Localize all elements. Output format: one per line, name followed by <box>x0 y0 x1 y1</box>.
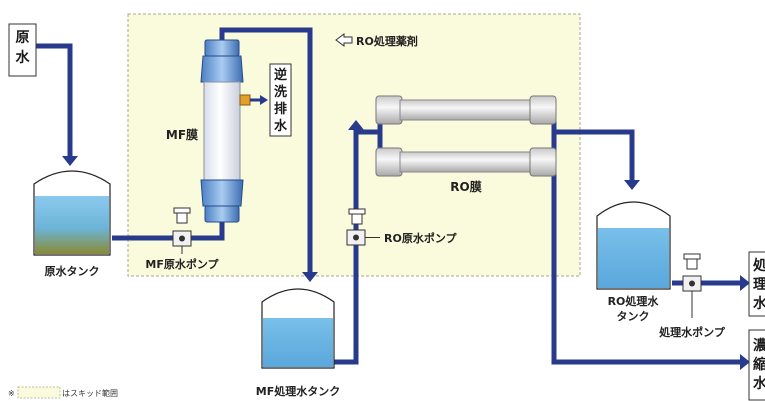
concentrate-char-3: 水 <box>753 375 765 392</box>
ro-membrane-module-upper <box>375 95 557 125</box>
backwash-char-1: 逆 <box>274 67 287 83</box>
arrow-treated-out <box>740 275 750 291</box>
ro-tank-label-line2: タンク <box>617 310 650 323</box>
raw-water-box <box>8 23 37 77</box>
mf-membrane-module <box>200 39 268 223</box>
backwash-char-2: 洗 <box>274 84 287 100</box>
mf-membrane-label: MF膜 <box>166 127 198 142</box>
treated-pump-label: 処理水ポンプ <box>658 325 726 339</box>
ro-treated-tank <box>596 201 671 290</box>
flow-arrows <box>62 120 750 370</box>
pipe-concentrate <box>551 120 740 365</box>
backwash-box <box>269 63 292 137</box>
treated-water-pump-icon <box>682 253 702 318</box>
pipe-raw-to-mf <box>112 222 225 241</box>
arrow-ro-feed-up <box>348 120 364 130</box>
mf-tank-water <box>263 318 333 367</box>
pipe-ro-permeate <box>554 129 635 180</box>
ro-membrane-label: RO膜 <box>450 179 481 194</box>
treated-water-char-1: 処 <box>752 257 765 274</box>
arrow-into-ro-tank <box>624 180 640 190</box>
concentrate-box <box>748 329 765 401</box>
chemical-arrow-icon <box>335 33 353 47</box>
legend-prefix: ※ <box>8 389 15 398</box>
backwash-char-4: 水 <box>274 118 288 134</box>
mf-pump-label: MF原水ポンプ <box>145 257 219 271</box>
ro-tank-water <box>598 228 669 288</box>
treated-water-box <box>748 251 765 317</box>
treated-water-char-2: 理 <box>753 277 765 293</box>
mf-tank-label: MF処理水タンク <box>256 384 340 398</box>
ro-chemical-label: RO処理薬剤 <box>356 34 418 48</box>
mf-treated-tank <box>261 288 335 369</box>
raw-water-char-2: 水 <box>16 49 31 66</box>
ro-pump-icon <box>346 208 380 246</box>
legend-swatch <box>17 386 61 399</box>
backwash-outlet <box>239 94 251 106</box>
raw-tank-label: 原水タンク <box>45 264 100 278</box>
ro-membrane-module-lower <box>375 147 557 177</box>
arrow-into-raw-tank <box>62 156 78 166</box>
backwash-char-3: 排 <box>274 101 287 117</box>
ro-tank-label-line1: RO処理水 <box>608 294 660 308</box>
treated-water-char-3: 水 <box>753 295 765 312</box>
raw-water-tank <box>33 170 111 256</box>
concentrate-char-2: 縮 <box>753 356 765 373</box>
mf-pump-icon <box>172 207 192 254</box>
pipe-mf-to-tank <box>219 27 313 276</box>
ro-pump-label: RO原水ポンプ <box>384 231 457 245</box>
pipe-ro-feed <box>334 129 380 365</box>
concentrate-char-1: 濃 <box>753 337 765 354</box>
arrow-into-mf-tank <box>302 272 318 282</box>
legend-text: はスキッド範囲 <box>62 388 118 398</box>
raw-water-char-1: 原 <box>16 30 30 46</box>
pipe-raw-inlet <box>36 43 73 158</box>
arrow-concentrate-out <box>740 354 750 370</box>
raw-tank-water <box>35 196 109 254</box>
